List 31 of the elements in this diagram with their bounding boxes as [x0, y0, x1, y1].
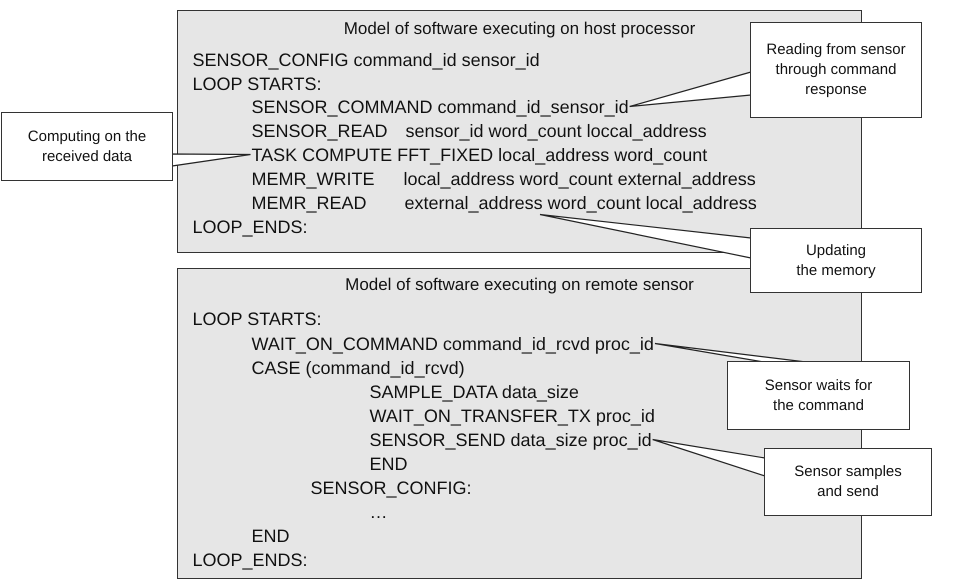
callout-box: Updating the memory	[750, 228, 922, 293]
code-line: TASK COMPUTE FFT_FIXED local_address word_count	[252, 144, 708, 166]
code-line: LOOP_ENDS:	[192, 548, 308, 570]
code-arguments: local_address word_count external_address	[404, 168, 756, 190]
code-command: MEMR_READ	[252, 192, 367, 214]
code-line: SENSOR_CONFIG command_id sensor_id	[192, 48, 540, 70]
callout-box: Sensor samples and send	[764, 448, 932, 516]
code-arguments: external_address word_count local_address	[404, 192, 757, 214]
code-line: CASE (command_id_rcvd)	[252, 356, 465, 378]
callout-box: Computing on the received data	[1, 112, 173, 181]
code-arguments: sensor_id word_count loccal_address	[406, 120, 707, 142]
code-line: END	[252, 524, 290, 546]
callout-box: Reading from sensor through command response	[750, 22, 922, 118]
code-line: SENSOR_SEND data_size proc_id	[370, 428, 652, 450]
code-line: END	[370, 452, 408, 474]
code-line: LOOP STARTS:	[192, 308, 322, 330]
code-line: WAIT_ON_COMMAND command_id_rcvd proc_id	[252, 332, 654, 354]
code-line: WAIT_ON_TRANSFER_TX proc_id	[370, 404, 655, 426]
callout-pointer	[629, 71, 752, 108]
callout-pointer	[539, 214, 752, 259]
code-line: LOOP_ENDS:	[192, 216, 308, 238]
code-line: SENSOR_CONFIG:	[310, 476, 472, 498]
code-line: SENSOR_COMMAND command_id_sensor_id	[252, 96, 629, 118]
panel-heading: Model of software executing on remote sensor	[344, 275, 695, 295]
code-line: LOOP STARTS:	[192, 72, 322, 94]
code-line: …	[370, 500, 388, 522]
code-line: SAMPLE_DATA data_size	[370, 380, 579, 402]
code-command: MEMR_WRITE	[252, 168, 374, 190]
panel-heading: Model of software executing on host processor	[342, 19, 696, 39]
callout-pointer	[652, 438, 766, 477]
code-command: SENSOR_READ	[252, 120, 388, 142]
